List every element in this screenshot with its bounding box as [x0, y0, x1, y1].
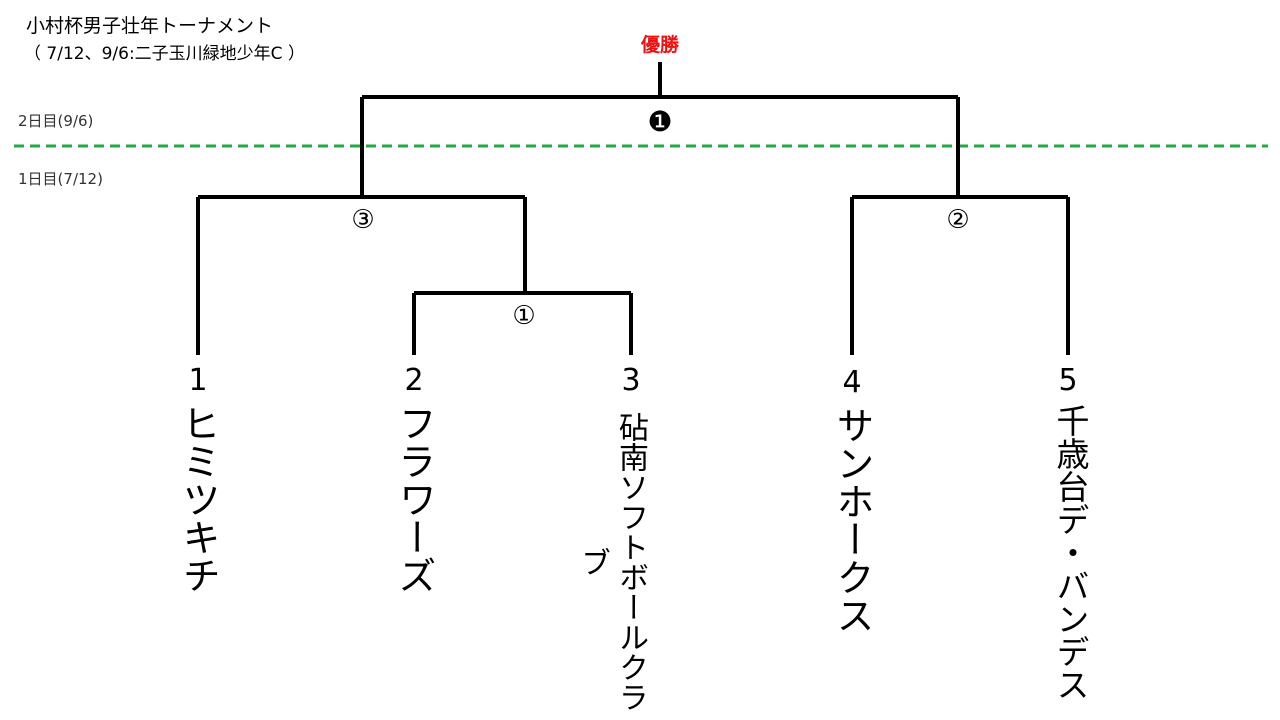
team-name: サンホークス — [830, 406, 874, 634]
team-name: 砧南ソフトボールクラブ — [575, 412, 648, 712]
tournament-title: 小村杯男子壮年トーナメント — [26, 15, 274, 37]
team-seed: 4 — [842, 365, 862, 400]
team-seed: 1 — [188, 363, 208, 398]
team-name: ヒミツキチ — [176, 404, 220, 594]
team-name: フラワーズ — [392, 404, 436, 594]
match-2-number: ② — [946, 205, 970, 235]
match-3-number: ③ — [351, 205, 375, 235]
match-1-number: ① — [512, 301, 536, 331]
team-seed: 5 — [1058, 363, 1078, 398]
team-seed: 3 — [621, 363, 641, 398]
champion-label: 優勝 — [640, 34, 679, 56]
team-name: 千歳台デ・バンデス — [1051, 404, 1090, 701]
team-seed: 2 — [404, 363, 424, 398]
day2-label: 2日目(9/6) — [18, 112, 94, 130]
final-match-number: ❶ — [647, 105, 673, 138]
tournament-subtitle: （ 7/12、9/6:二子玉川緑地少年C ） — [24, 44, 305, 64]
day1-label: 1日目(7/12) — [18, 170, 103, 188]
